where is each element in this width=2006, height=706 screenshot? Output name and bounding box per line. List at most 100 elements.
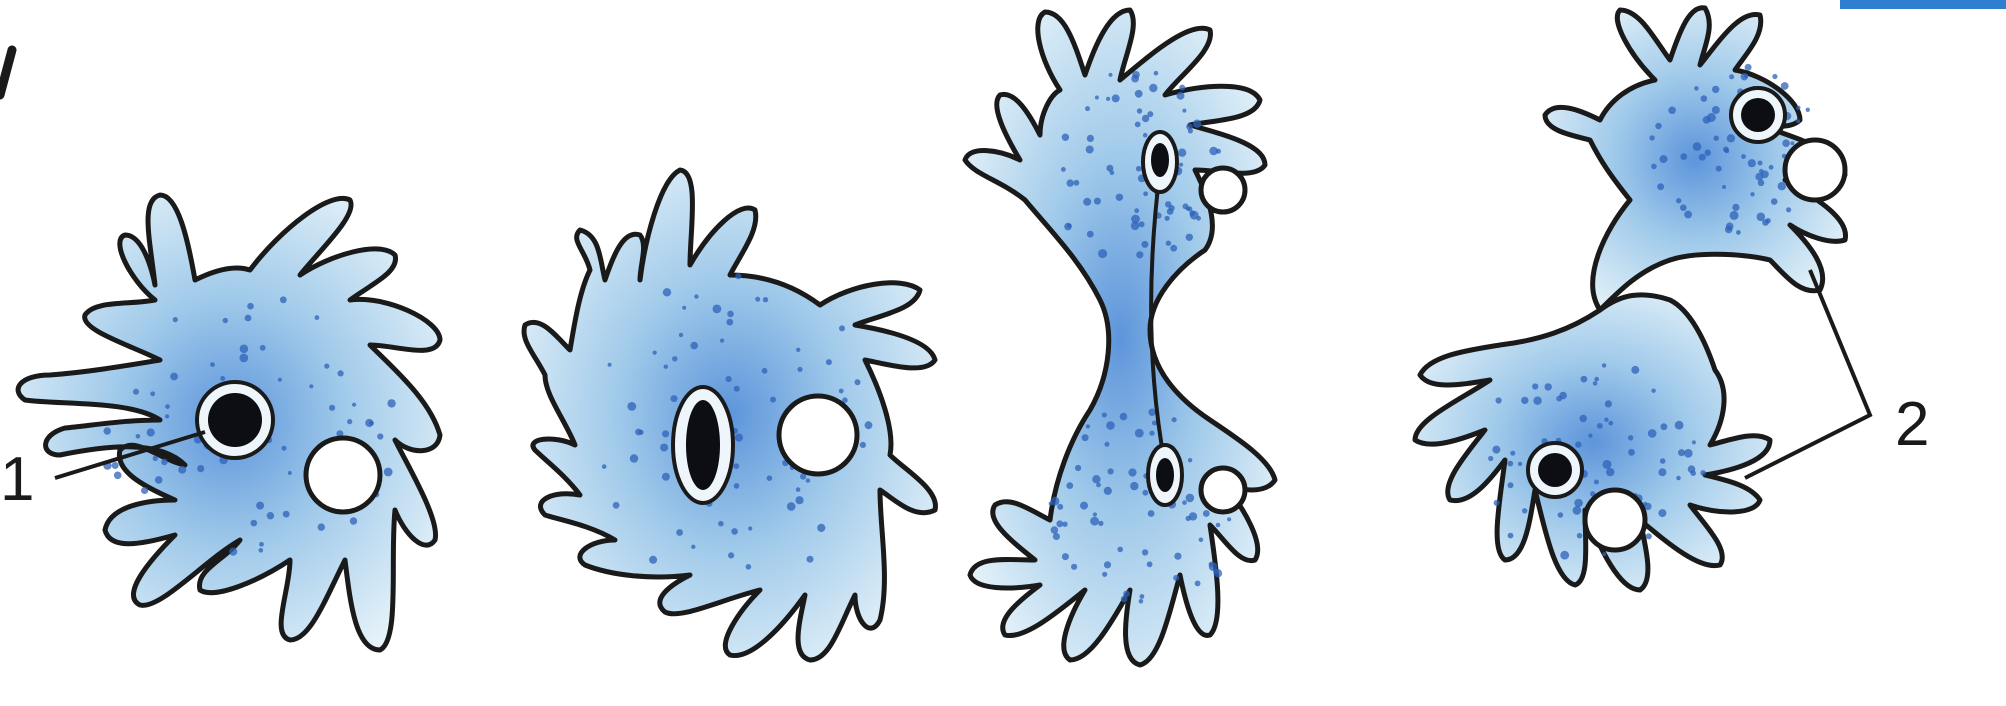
- granule: [260, 345, 266, 351]
- granule: [1057, 504, 1063, 510]
- granule: [1778, 182, 1786, 190]
- granule: [170, 373, 178, 381]
- granule: [1560, 551, 1569, 560]
- granule: [1648, 429, 1657, 438]
- granule: [1579, 415, 1587, 423]
- granule: [147, 428, 155, 436]
- granule: [1533, 397, 1541, 405]
- granule: [1651, 164, 1657, 170]
- granule: [1593, 381, 1598, 386]
- granule: [165, 404, 170, 409]
- granule: [1130, 482, 1138, 490]
- granule: [1188, 458, 1192, 462]
- granule: [1173, 575, 1179, 581]
- granule: [1712, 106, 1720, 114]
- granule: [1080, 502, 1088, 510]
- granule: [239, 354, 248, 363]
- granule: [1117, 547, 1123, 553]
- granule: [1136, 251, 1143, 258]
- granule: [1148, 409, 1155, 416]
- granule: [1066, 482, 1073, 489]
- granule: [1577, 533, 1583, 539]
- granule: [1729, 74, 1734, 79]
- granule: [635, 429, 642, 436]
- granule: [1781, 82, 1789, 90]
- granule: [1179, 163, 1183, 167]
- granule: [728, 552, 734, 558]
- granule: [1090, 517, 1099, 526]
- granule: [735, 434, 743, 442]
- granule: [1701, 95, 1708, 102]
- granule: [826, 359, 832, 365]
- granule: [1064, 223, 1072, 231]
- granule: [1196, 216, 1201, 221]
- granule: [283, 511, 290, 518]
- granule: [245, 315, 252, 322]
- granule: [1135, 429, 1144, 438]
- granule: [173, 317, 178, 322]
- granule: [1678, 449, 1685, 456]
- granule: [1169, 205, 1175, 211]
- granule: [671, 395, 678, 402]
- granule: [694, 294, 698, 298]
- granule: [1676, 198, 1681, 203]
- granule: [1083, 198, 1091, 206]
- granule: [1692, 440, 1696, 444]
- granule: [660, 444, 668, 452]
- granule: [1214, 569, 1222, 577]
- granule: [746, 564, 752, 570]
- granule: [1166, 241, 1171, 246]
- nucleus: [1538, 453, 1572, 487]
- granule: [1104, 561, 1111, 568]
- granule: [247, 303, 254, 310]
- granule: [1661, 423, 1668, 430]
- granule: [1182, 500, 1187, 505]
- granule: [1049, 502, 1053, 506]
- granule: [1606, 468, 1614, 476]
- granule: [1676, 476, 1681, 481]
- nucleus: [1156, 458, 1174, 492]
- granule: [1062, 553, 1069, 560]
- nucleus: [208, 393, 262, 447]
- granule: [1545, 383, 1552, 390]
- granule: [377, 433, 383, 439]
- granule: [682, 306, 686, 310]
- granule: [1796, 119, 1800, 123]
- granule: [1532, 383, 1538, 389]
- granule: [1705, 150, 1711, 156]
- granule: [1082, 434, 1089, 441]
- frame-mark: [0, 50, 12, 95]
- granule: [713, 305, 722, 314]
- granule: [1772, 74, 1777, 79]
- granule: [350, 517, 357, 524]
- granule: [251, 520, 258, 527]
- granule: [1588, 434, 1592, 438]
- granule: [1488, 456, 1493, 461]
- granule: [267, 512, 274, 519]
- granule: [229, 548, 237, 556]
- granule: [734, 386, 740, 392]
- granule: [860, 442, 866, 448]
- granule: [1556, 396, 1562, 402]
- granule: [1518, 462, 1522, 466]
- granule: [223, 318, 228, 323]
- granule: [1806, 108, 1810, 112]
- granule: [1105, 442, 1110, 447]
- granule: [1094, 198, 1101, 205]
- granule: [664, 365, 668, 369]
- granule: [1137, 108, 1142, 113]
- granule: [1135, 122, 1141, 128]
- granule: [1092, 475, 1100, 483]
- granule: [608, 363, 612, 367]
- granule: [1716, 166, 1722, 172]
- nucleus-dividing: [686, 400, 720, 490]
- granule: [796, 348, 800, 352]
- granule: [1594, 377, 1599, 382]
- granule: [1712, 86, 1719, 93]
- granule: [1120, 413, 1128, 421]
- granule: [865, 421, 873, 429]
- granule: [762, 368, 768, 374]
- granule: [839, 389, 844, 394]
- granule: [727, 311, 734, 318]
- granule: [1508, 533, 1514, 539]
